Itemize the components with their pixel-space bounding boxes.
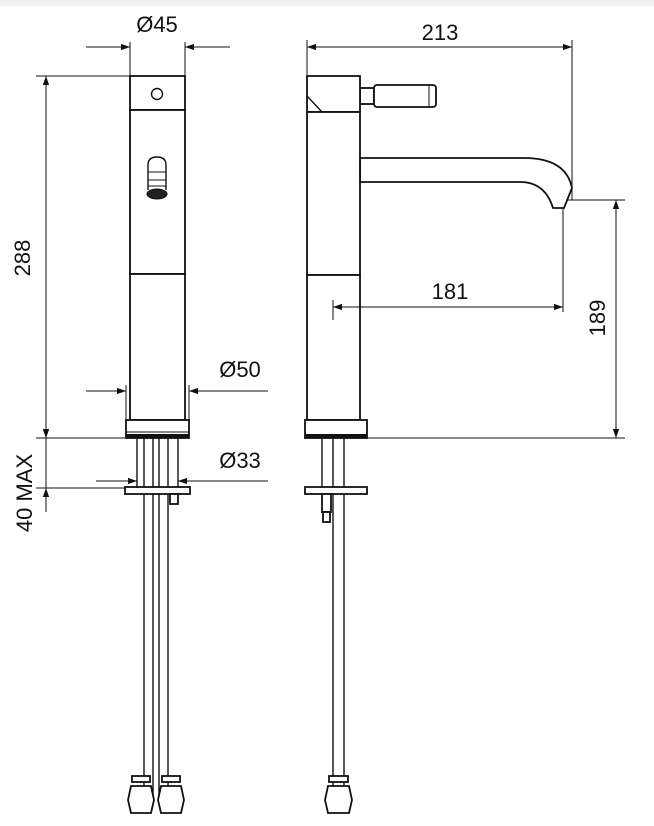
dim-spout-height bbox=[367, 199, 625, 439]
dim-overall-width bbox=[306, 40, 573, 200]
side-lever-handle bbox=[359, 84, 437, 108]
dim-deck-thickness bbox=[36, 415, 125, 512]
label-spout-reach: 181 bbox=[432, 279, 469, 304]
front-mounting-plate bbox=[124, 486, 191, 495]
label-base-diameter: Ø50 bbox=[219, 357, 261, 382]
label-overall-width: 213 bbox=[422, 20, 459, 45]
front-mounting-stud bbox=[169, 493, 179, 505]
side-hose-nut bbox=[324, 775, 353, 814]
dim-spout-reach bbox=[332, 208, 564, 320]
front-spout-outlet bbox=[146, 156, 168, 200]
side-mounting-stud bbox=[321, 493, 332, 513]
front-base-gasket bbox=[126, 434, 189, 438]
side-body-lower bbox=[306, 274, 361, 421]
side-handle-cap bbox=[306, 75, 361, 113]
front-hose-nuts bbox=[127, 775, 185, 814]
side-body-upper bbox=[306, 111, 361, 276]
dim-top-diameter bbox=[86, 42, 230, 76]
label-deck-thickness: 40 MAX bbox=[12, 454, 37, 533]
label-hole-diameter: Ø33 bbox=[219, 448, 261, 473]
dim-base-diameter bbox=[86, 385, 268, 420]
front-cap-hole bbox=[150, 87, 164, 101]
side-supply-hoses bbox=[321, 438, 345, 800]
label-spout-height: 189 bbox=[585, 300, 610, 337]
front-body-lower bbox=[129, 273, 186, 421]
dim-height bbox=[36, 75, 130, 439]
side-mounting-plate bbox=[304, 486, 368, 495]
side-view bbox=[304, 75, 573, 814]
side-base-gasket bbox=[305, 434, 367, 438]
side-spout bbox=[359, 157, 573, 209]
front-handle-cap bbox=[129, 75, 186, 111]
label-top-diameter: Ø45 bbox=[136, 12, 178, 37]
front-view bbox=[124, 75, 191, 814]
label-height: 288 bbox=[10, 240, 35, 277]
front-supply-hoses bbox=[136, 438, 179, 800]
